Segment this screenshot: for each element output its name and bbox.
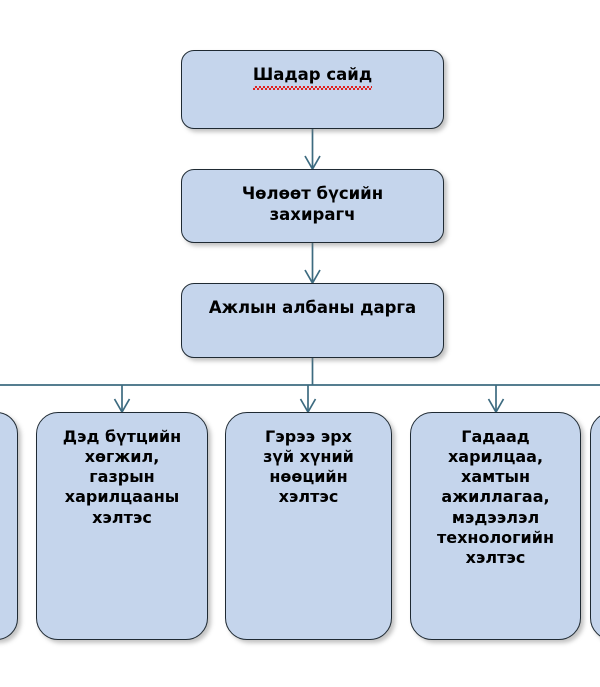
- node-free-zone-governor[interactable]: Чөлөөт бүсийн захирагч: [181, 169, 444, 243]
- arrowhead-governor: [304, 155, 321, 171]
- node-free-zone-governor-label: Чөлөөт бүсийн захирагч: [241, 184, 384, 224]
- arrowhead-office-head: [304, 269, 321, 285]
- arrowhead-infrastructure: [113, 398, 131, 414]
- node-deputy-minister-label: Шадар сайд: [252, 65, 373, 90]
- node-department-foreign-it-label: Гадаад харилцаа, хамтын ажиллагаа, мэдээ…: [436, 427, 555, 567]
- node-department-foreign-it[interactable]: Гадаад харилцаа, хамтын ажиллагаа, мэдээ…: [410, 412, 581, 640]
- node-department-legal-hr-label: Гэрээ эрх зүй хүний нөөцийн хэлтэс: [263, 427, 354, 507]
- node-office-head-label: Ажлын албаны дарга: [208, 298, 417, 317]
- node-department-right-clipped[interactable]: [590, 412, 600, 640]
- node-deputy-minister-label-wrap: Шадар сайд: [182, 51, 443, 90]
- node-office-head[interactable]: Ажлын албаны дарга: [181, 283, 444, 358]
- node-department-left-clipped[interactable]: [0, 412, 18, 640]
- arrowhead-legal-hr: [299, 398, 317, 414]
- node-department-legal-hr[interactable]: Гэрээ эрх зүй хүний нөөцийн хэлтэс: [225, 412, 392, 640]
- node-department-infrastructure-label: Дэд бүтцийн хөгжил, газрын харилцааны хэ…: [62, 427, 182, 527]
- arrowhead-foreign-it: [487, 398, 505, 414]
- node-deputy-minister[interactable]: Шадар сайд: [181, 50, 444, 129]
- node-department-infrastructure[interactable]: Дэд бүтцийн хөгжил, газрын харилцааны хэ…: [36, 412, 208, 640]
